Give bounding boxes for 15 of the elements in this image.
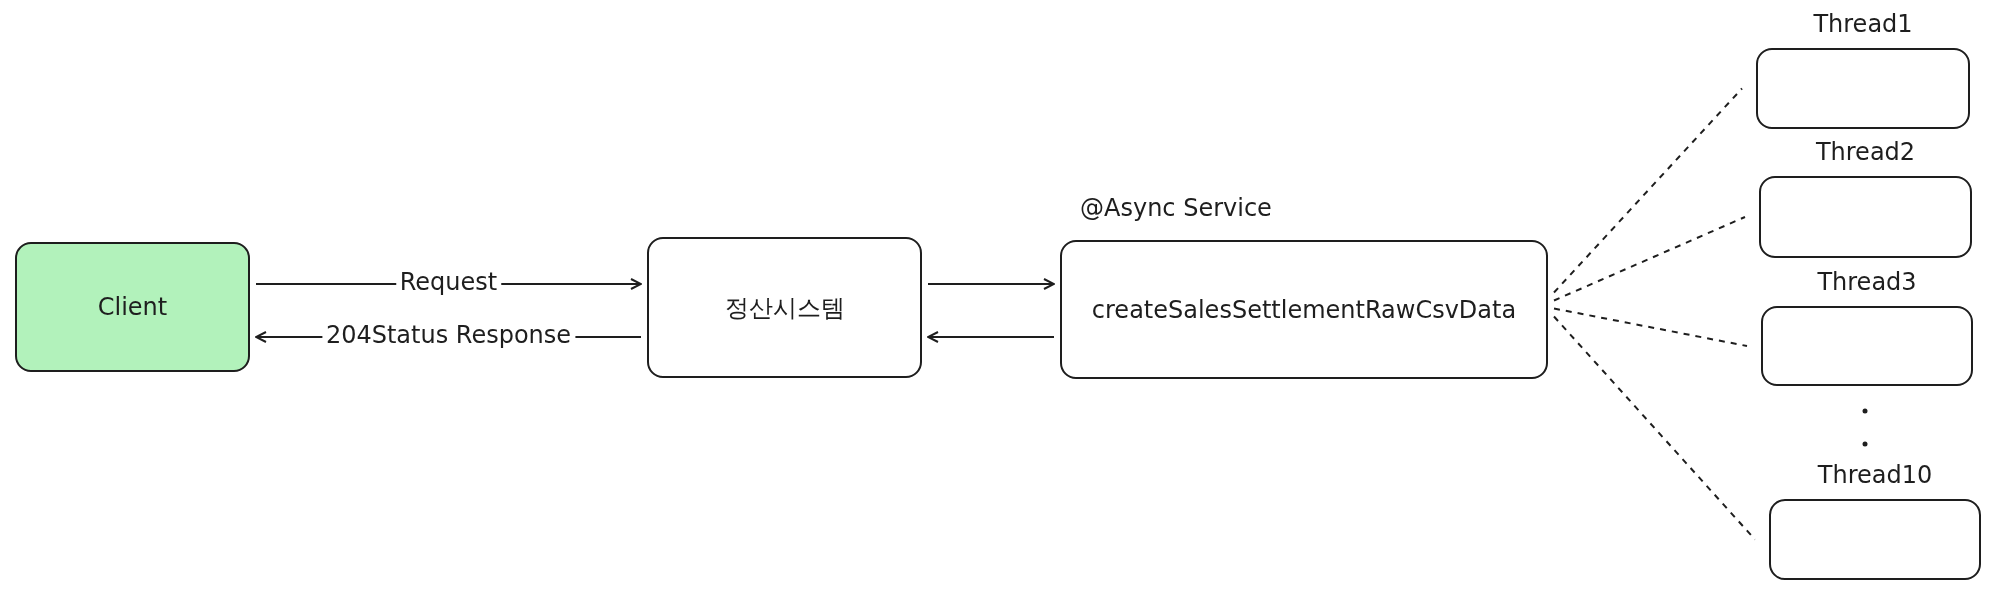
- thread-label: Thread10: [1817, 461, 1933, 489]
- thread-label: Thread2: [1815, 138, 1916, 166]
- box-label: Client: [97, 293, 168, 321]
- client-box: [15, 242, 250, 372]
- dashed-line: [1553, 87, 1743, 294]
- thread-label: Thread1: [1813, 10, 1913, 38]
- arrow: [927, 331, 1055, 343]
- dashed-line: [1553, 216, 1746, 302]
- process-box: [647, 237, 922, 378]
- dashed-line: [1553, 307, 1748, 347]
- heading-label: @Async Service: [1080, 194, 1272, 222]
- box-label: createSalesSettlementRawCsvData: [1091, 295, 1517, 324]
- thread-label: Thread3: [1817, 268, 1917, 296]
- box-label: 정산시스템: [724, 292, 845, 324]
- arrow: [927, 278, 1055, 290]
